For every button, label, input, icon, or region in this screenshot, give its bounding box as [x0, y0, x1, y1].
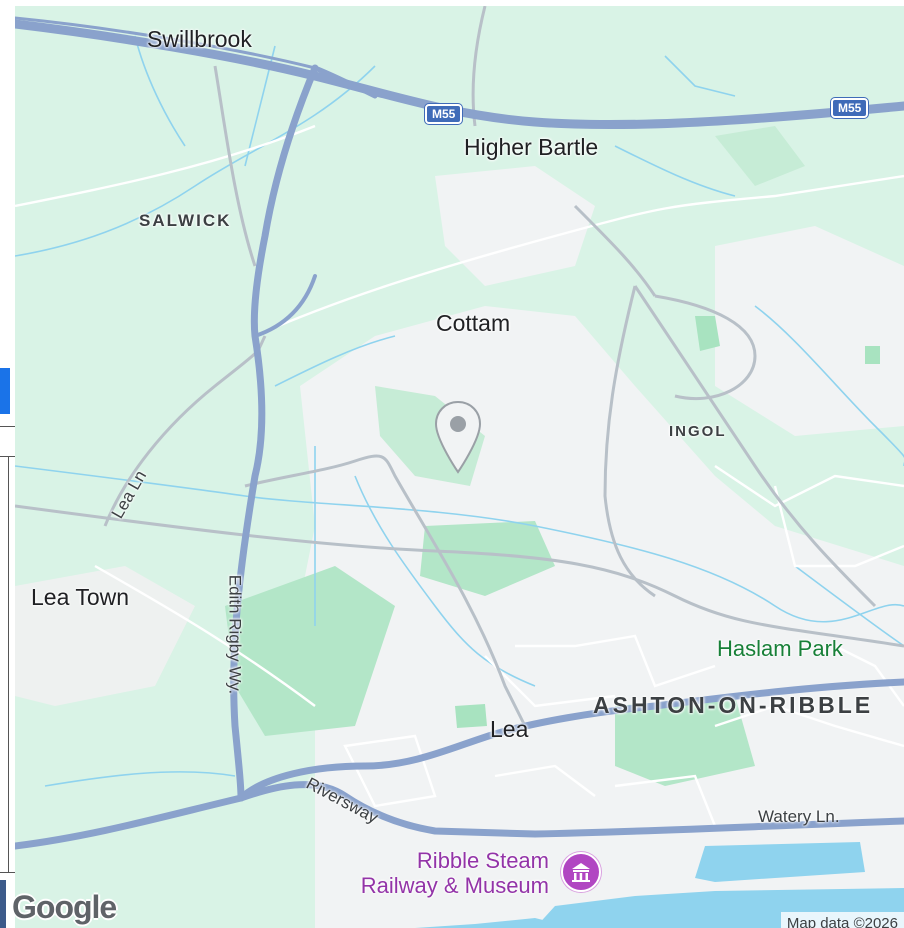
- frame-accent: [0, 368, 10, 414]
- frame-divider: [0, 872, 15, 873]
- page-frame: [0, 0, 15, 928]
- road-label-edith-rigby-wy: Edith Rigby Wy.: [225, 574, 245, 695]
- map-canvas[interactable]: Swillbrook M55 M55 Higher Bartle SALWICK…: [15, 6, 904, 928]
- poi-label-ribble-steam[interactable]: Ribble Steam Railway & Museum: [313, 848, 549, 899]
- frame-divider: [0, 456, 15, 457]
- motorway-shield-m55: M55: [425, 104, 463, 124]
- place-label-lea: Lea: [490, 716, 529, 742]
- motorway-shield-m55: M55: [831, 98, 869, 118]
- poi-label-line2: Railway & Museum: [360, 873, 549, 899]
- place-label-swillbrook: Swillbrook: [147, 26, 252, 52]
- frame-border: [8, 456, 9, 872]
- map-attribution[interactable]: Map data ©2026: [780, 912, 904, 928]
- place-label-higher-bartle: Higher Bartle: [464, 134, 599, 160]
- place-label-ingol: INGOL: [669, 423, 727, 440]
- frame-divider: [0, 426, 15, 427]
- museum-icon[interactable]: [561, 852, 601, 892]
- road-label-watery-ln: Watery Ln.: [758, 807, 840, 826]
- park-label-haslam-park: Haslam Park: [717, 636, 843, 661]
- map-layer: [15, 6, 904, 928]
- place-label-ashton-on-ribble: ASHTON-ON-RIBBLE: [593, 692, 874, 718]
- place-label-lea-town: Lea Town: [31, 584, 130, 610]
- google-logo: Google: [12, 889, 117, 925]
- place-label-salwick: SALWICK: [139, 211, 232, 230]
- place-label-cottam: Cottam: [436, 310, 511, 336]
- frame-accent: [0, 880, 6, 928]
- poi-label-line1: Ribble Steam: [416, 848, 549, 873]
